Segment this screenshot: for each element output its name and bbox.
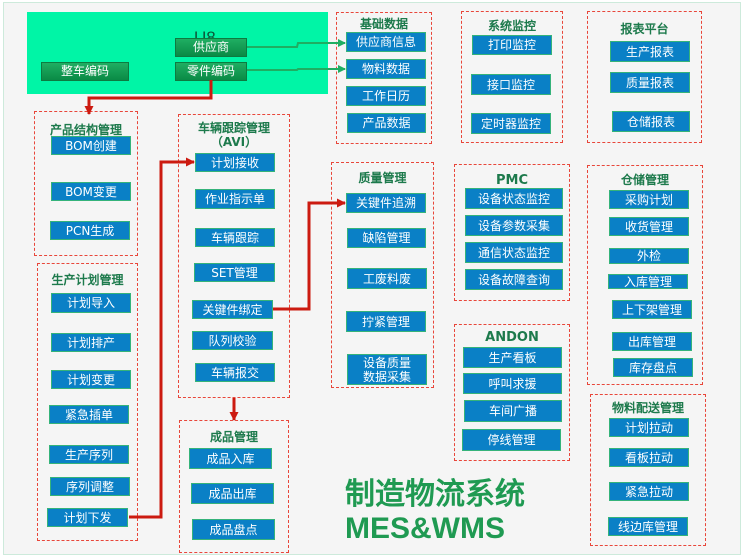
u8-supplier-button[interactable]: 供应商 bbox=[175, 38, 247, 57]
item-kanban-pull[interactable]: 看板拉动 bbox=[609, 448, 689, 467]
system-title-english: MES&WMS bbox=[345, 512, 505, 545]
group-title: 车辆跟踪管理 bbox=[197, 121, 270, 135]
item-key-part-binding[interactable]: 关键件绑定 bbox=[192, 300, 273, 319]
item-inbound-management[interactable]: 入库管理 bbox=[608, 274, 688, 289]
u8-part-code-button[interactable]: 零件编码 bbox=[175, 62, 247, 81]
item-print-monitor[interactable]: 打印监控 bbox=[472, 35, 552, 55]
item-sequence-adjust[interactable]: 序列调整 bbox=[50, 477, 130, 496]
group-title: 基础数据 bbox=[359, 17, 408, 31]
item-timer-monitor[interactable]: 定时器监控 bbox=[471, 113, 551, 134]
group-title: 仓储管理 bbox=[620, 173, 669, 187]
group-title: 成品管理 bbox=[209, 430, 258, 444]
item-tightening-management[interactable]: 拧紧管理 bbox=[346, 311, 426, 332]
group-title: ANDON bbox=[485, 330, 539, 345]
u8-vehicle-code-button[interactable]: 整车编码 bbox=[41, 62, 129, 81]
item-pcn-generate[interactable]: PCN生成 bbox=[50, 221, 130, 240]
item-key-part-trace[interactable]: 关键件追溯 bbox=[346, 193, 426, 213]
item-equipment-quality-data[interactable]: 设备质量 数据采集 bbox=[347, 354, 427, 385]
group-title: 报表平台 bbox=[620, 22, 669, 36]
group-subtitle: （AVI） bbox=[210, 135, 258, 149]
group-andon: ANDON bbox=[454, 324, 570, 461]
item-supplier-info[interactable]: 供应商信息 bbox=[346, 32, 426, 52]
group-material-delivery: 物料配送管理 bbox=[590, 394, 706, 546]
item-receiving[interactable]: 收货管理 bbox=[609, 217, 689, 236]
item-plan-import[interactable]: 计划导入 bbox=[51, 293, 131, 313]
item-work-instruction[interactable]: 作业指示单 bbox=[195, 189, 275, 209]
item-production-board[interactable]: 生产看板 bbox=[463, 347, 562, 368]
item-equipment-params[interactable]: 设备参数采集 bbox=[465, 215, 563, 236]
group-report-platform: 报表平台 bbox=[587, 11, 702, 143]
group-basic-data: 基础数据 bbox=[336, 12, 432, 144]
item-set-management[interactable]: SET管理 bbox=[194, 263, 275, 282]
item-bom-create[interactable]: BOM创建 bbox=[51, 136, 131, 155]
item-vehicle-handover[interactable]: 车辆报交 bbox=[195, 363, 275, 382]
item-plan-schedule[interactable]: 计划排产 bbox=[51, 333, 131, 352]
item-plan-change[interactable]: 计划变更 bbox=[51, 370, 131, 389]
item-outbound-management[interactable]: 出库管理 bbox=[612, 332, 692, 351]
item-lineside-warehouse[interactable]: 线边库管理 bbox=[608, 517, 688, 536]
item-vehicle-tracking[interactable]: 车辆跟踪 bbox=[195, 228, 275, 247]
item-call-for-help[interactable]: 呼叫求援 bbox=[463, 373, 562, 394]
item-inventory-count[interactable]: 库存盘点 bbox=[613, 358, 693, 377]
item-finished-inbound[interactable]: 成品入库 bbox=[189, 448, 272, 469]
item-equipment-fault[interactable]: 设备故障查询 bbox=[465, 269, 563, 290]
item-interface-monitor[interactable]: 接口监控 bbox=[471, 74, 551, 95]
item-plan-pull[interactable]: 计划拉动 bbox=[609, 418, 689, 437]
group-title: PMC bbox=[495, 173, 528, 188]
item-line-stop[interactable]: 停线管理 bbox=[462, 429, 561, 451]
group-system-monitor: 系统监控 bbox=[461, 11, 563, 143]
item-urgent-insert[interactable]: 紧急插单 bbox=[49, 405, 129, 424]
group-title: 系统监控 bbox=[487, 19, 536, 33]
item-production-report[interactable]: 生产报表 bbox=[610, 41, 690, 62]
item-finished-outbound[interactable]: 成品出库 bbox=[191, 483, 274, 504]
group-title: 质量管理 bbox=[358, 171, 407, 185]
item-quality-report[interactable]: 质量报表 bbox=[610, 72, 690, 93]
item-purchase-plan[interactable]: 采购计划 bbox=[609, 190, 689, 209]
group-title: 物料配送管理 bbox=[611, 401, 684, 415]
system-title-chinese: 制造物流系统 bbox=[345, 477, 525, 512]
item-material-data[interactable]: 物料数据 bbox=[346, 59, 426, 79]
group-title: 产品结构管理 bbox=[49, 123, 122, 137]
item-bom-change[interactable]: BOM变更 bbox=[51, 182, 131, 201]
item-plan-receive[interactable]: 计划接收 bbox=[195, 153, 275, 172]
item-defect-management[interactable]: 缺陷管理 bbox=[347, 228, 426, 248]
item-queue-check[interactable]: 队列校验 bbox=[192, 331, 273, 350]
item-production-sequence[interactable]: 生产序列 bbox=[49, 445, 129, 464]
item-communication-status[interactable]: 通信状态监控 bbox=[465, 242, 563, 263]
item-shelving[interactable]: 上下架管理 bbox=[612, 300, 692, 319]
item-workshop-broadcast[interactable]: 车间广播 bbox=[464, 400, 562, 422]
item-plan-release[interactable]: 计划下发 bbox=[47, 508, 128, 527]
item-urgent-pull[interactable]: 紧急拉动 bbox=[609, 482, 689, 501]
system-title: 制造物流系统 MES&WMS bbox=[345, 478, 525, 546]
item-equipment-status[interactable]: 设备状态监控 bbox=[465, 188, 563, 209]
group-title: 生产计划管理 bbox=[51, 273, 124, 287]
item-external-inspection[interactable]: 外检 bbox=[609, 248, 689, 264]
group-pmc: PMC bbox=[454, 164, 570, 301]
item-scrap[interactable]: 工废料废 bbox=[347, 268, 427, 289]
item-warehouse-report[interactable]: 仓储报表 bbox=[612, 111, 690, 132]
item-product-data[interactable]: 产品数据 bbox=[347, 113, 426, 133]
group-warehouse: 仓储管理 bbox=[587, 165, 703, 385]
item-work-calendar[interactable]: 工作日历 bbox=[346, 86, 426, 106]
item-finished-inventory[interactable]: 成品盘点 bbox=[192, 519, 275, 540]
